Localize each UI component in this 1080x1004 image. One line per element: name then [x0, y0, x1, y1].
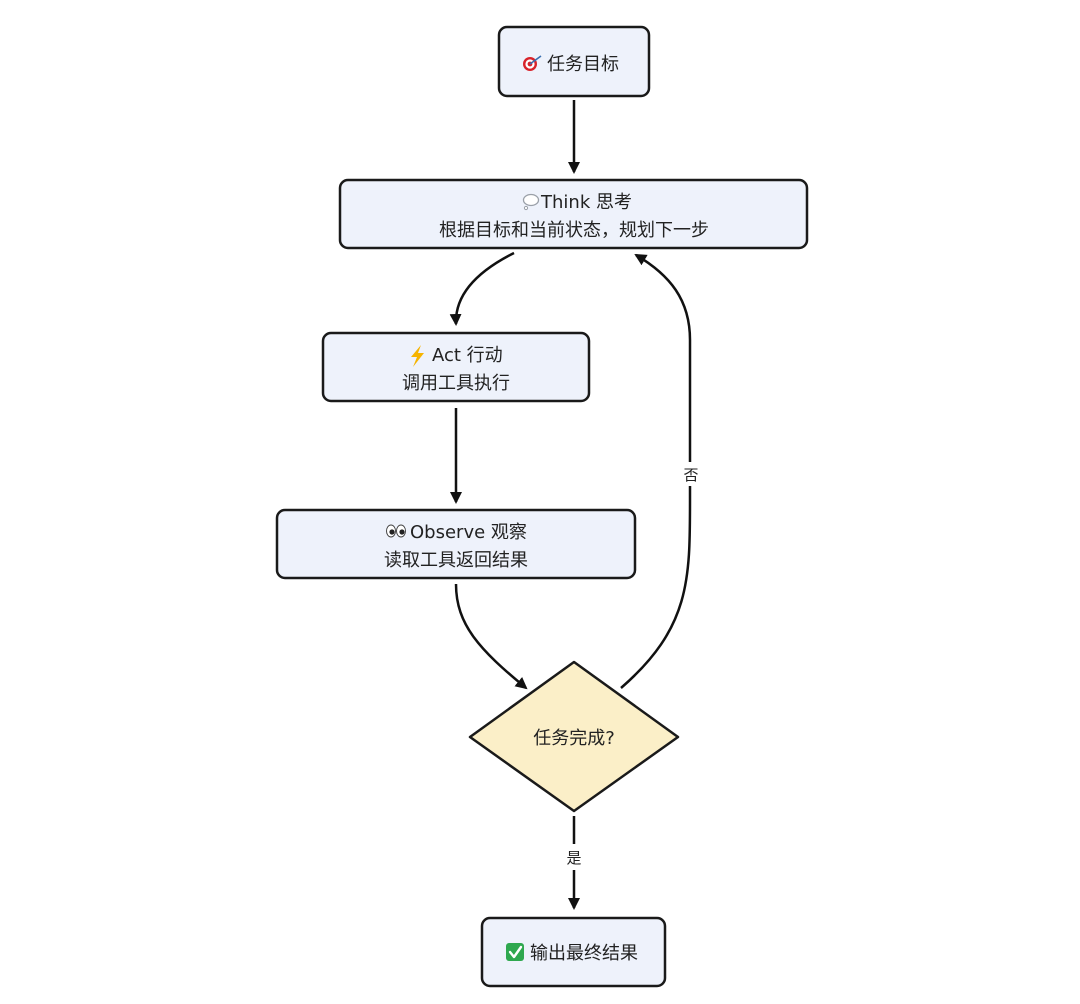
- edge-label-yes-text: 是: [566, 849, 581, 867]
- node-output: 输出最终结果: [480, 916, 667, 988]
- node-think-desc: 根据目标和当前状态，规划下一步: [439, 220, 709, 241]
- thought-bubble-icon: [522, 193, 540, 211]
- edge-decision-to-think-no: [620, 253, 692, 689]
- node-act: Act 行动 调用工具执行: [321, 331, 591, 403]
- node-observe-desc: 读取工具返回结果: [384, 550, 528, 571]
- lightning-icon: [411, 345, 424, 367]
- node-think-title: Think 思考: [540, 192, 632, 213]
- target-icon: [523, 55, 542, 71]
- eyes-icon: [386, 524, 406, 538]
- node-decision: 任务完成?: [468, 660, 680, 813]
- edge-label-no-text: 否: [683, 466, 698, 484]
- node-observe-title: Observe 观察: [410, 522, 527, 543]
- node-observe: Observe 观察 读取工具返回结果: [275, 508, 637, 580]
- node-decision-label: 任务完成?: [533, 728, 615, 749]
- node-goal: 任务目标: [497, 25, 651, 98]
- edge-observe-to-decision: [454, 583, 528, 690]
- node-act-desc: 调用工具执行: [402, 373, 510, 394]
- node-think: Think 思考 根据目标和当前状态，规划下一步: [338, 178, 809, 250]
- node-goal-label: 任务目标: [547, 54, 619, 75]
- check-mark-icon: [506, 943, 524, 961]
- edge-think-to-act: [449, 251, 515, 326]
- edge-label-yes: 是: [563, 844, 585, 870]
- edge-label-no: 否: [680, 462, 702, 486]
- node-act-title: Act 行动: [432, 345, 503, 366]
- node-output-label: 输出最终结果: [530, 943, 638, 964]
